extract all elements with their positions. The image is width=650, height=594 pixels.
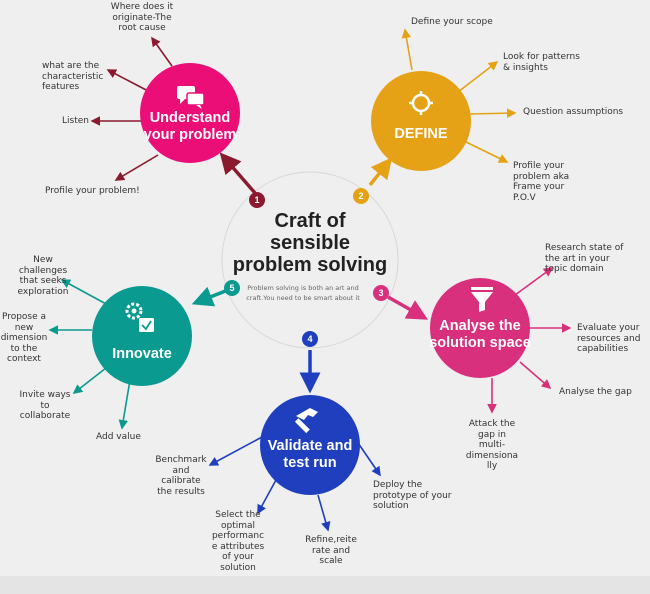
validate-item-deploy: Deploy the prototype of your solution: [373, 480, 452, 511]
innovate-item-value: Add value: [96, 432, 141, 442]
branch-arrow: [208, 436, 263, 466]
branch-arrow: [461, 139, 509, 163]
step-badge-3: 3: [373, 285, 389, 301]
center-circle: [221, 171, 399, 349]
understand-item-profile: Profile your problem!: [45, 186, 140, 196]
understand-item-root-cause: Where does it originate-The root cause: [110, 2, 174, 33]
step-badge-1: 1: [249, 192, 265, 208]
define-circle: [371, 71, 471, 171]
define-item-scope: Define your scope: [411, 17, 493, 27]
define-item-assumptions: Question assumptions: [523, 107, 624, 117]
arrow-to-understand: [219, 152, 257, 195]
understand-circle: [140, 63, 240, 163]
innovate-item-collaborate: Invite ways to collaborate: [19, 390, 71, 421]
crosshair-icon: [409, 91, 433, 115]
branch-arrow: [72, 367, 107, 394]
define-item-patterns: Look for patterns & insights: [503, 52, 580, 73]
branch-arrow: [514, 267, 554, 296]
analyse-item-research: Research state of the art in your topic …: [545, 243, 624, 274]
innovate-title: Innovate: [112, 346, 172, 362]
innovate-item-challenges: New challenges that seeks exploration: [17, 255, 69, 297]
gear-check-icon: [125, 302, 154, 332]
step-badge-5: 5: [224, 280, 240, 296]
step-badge-4: 4: [302, 331, 318, 347]
innovate-circle: [92, 286, 192, 386]
branch-arrow: [469, 108, 517, 118]
funnel-icon: [471, 287, 493, 312]
innovate-item-dimension: Propose a new dimension to the context: [0, 312, 48, 364]
validate-item-benchmark: Benchmark and calibrate the results: [155, 455, 207, 497]
branch-arrow: [106, 69, 151, 93]
branch-arrow: [151, 36, 173, 67]
hammer-icon: [294, 408, 318, 434]
analyse-item-evaluate: Evaluate your resources and capabilities: [577, 323, 641, 354]
branch-arrow: [317, 494, 331, 532]
footer-bar: [0, 576, 650, 594]
center-subtitle: Problem solving is both an art and craft…: [246, 284, 360, 302]
define-title: DEFINE: [394, 126, 448, 142]
arrow-to-define: [368, 157, 393, 187]
analyse-item-gap: Analyse the gap: [559, 387, 632, 397]
understand-item-features: what are the characteristic features: [42, 61, 104, 92]
step-badge-2: 2: [353, 188, 369, 204]
validate-circle: [260, 395, 360, 495]
analyse-title: Analyse the solution space: [429, 318, 531, 351]
branch-arrow: [519, 361, 552, 390]
arrow-to-analyse: [387, 295, 429, 320]
understand-item-listen: Listen: [62, 116, 89, 126]
center-title: Craft of sensible problem solving: [232, 210, 388, 276]
analyse-item-attack: Attack the gap in multi- dimensiona lly: [465, 419, 519, 471]
branch-arrow: [401, 28, 413, 71]
analyse-circle: [430, 278, 530, 378]
chat-bubbles-icon: [177, 86, 205, 109]
branch-arrow: [60, 279, 109, 306]
validate-item-optimal: Select the optimal performanc e attribut…: [211, 510, 265, 573]
define-item-pov: Profile your problem aka Frame your P.O.…: [513, 161, 570, 203]
arrow-to-innovate: [191, 286, 229, 307]
branch-arrow: [114, 154, 159, 181]
branch-arrow: [457, 61, 499, 93]
understand-title: Understand your problem: [143, 110, 237, 143]
validate-title: Validate and test run: [267, 438, 353, 471]
validate-item-refine: Refine,reite rate and scale: [305, 535, 357, 566]
branch-arrow: [355, 439, 381, 477]
branch-arrow: [257, 479, 277, 515]
branch-arrow: [118, 379, 131, 430]
